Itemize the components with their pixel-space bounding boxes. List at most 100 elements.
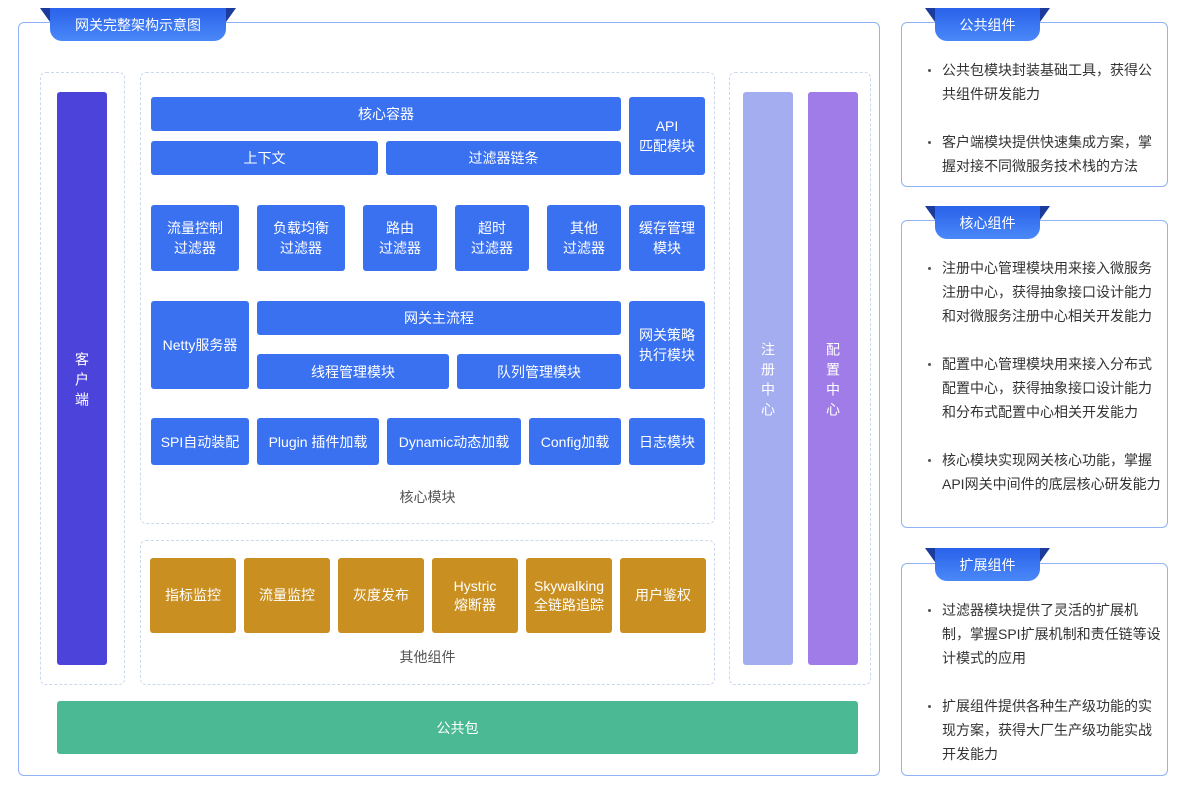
panel-bullet-text: 注册中心管理模块用来接入微服务注册中心，获得抽象接口设计能力和对微服务注册中心相… xyxy=(942,260,1152,324)
common-package-label: 公共包 xyxy=(436,719,479,736)
user-auth-box: 用户鉴权 xyxy=(620,558,706,633)
panel-bullet-text: 过滤器模块提供了灵活的扩展机制，掌握SPI扩展机制和责任链等设计模式的应用 xyxy=(942,602,1161,666)
panel-bullet-text: 核心模块实现网关核心功能，掌握API网关中间件的底层核心研发能力 xyxy=(942,452,1161,492)
hystric-breaker-box: Hystric 熔断器 xyxy=(432,558,518,633)
tab-fold-right xyxy=(1040,548,1050,562)
bullet-dot xyxy=(928,609,931,612)
timeout-filter-label: 超时 过滤器 xyxy=(471,220,513,256)
gray-release-box: 灰度发布 xyxy=(338,558,424,633)
tab-fold-left xyxy=(925,8,935,22)
other-component-label: 用户鉴权 xyxy=(635,587,691,603)
gateway-main-flow-box: 网关主流程 xyxy=(257,301,621,335)
load-balance-filter-box: 负载均衡 过滤器 xyxy=(257,205,345,271)
panel-bullet: 核心模块实现网关核心功能，掌握API网关中间件的底层核心研发能力 xyxy=(926,448,1164,496)
client-region xyxy=(40,72,125,685)
api-match-box: API 匹配模块 xyxy=(629,97,705,175)
core-container-box: 核心容器 xyxy=(151,97,621,131)
client-label: 客户端 xyxy=(74,351,90,412)
cache-management-label: 缓存管理 模块 xyxy=(639,220,695,256)
flow-control-filter-box: 流量控制 过滤器 xyxy=(151,205,239,271)
panel-title-text: 公共组件 xyxy=(959,16,1016,33)
thread-management-box: 线程管理模块 xyxy=(257,354,449,389)
architecture-title: 网关完整架构示意图 xyxy=(50,8,226,41)
tab-fold-left xyxy=(925,206,935,220)
registry-center-bar: 注册中心 xyxy=(743,92,793,665)
flow-control-filter-label: 流量控制 过滤器 xyxy=(167,220,223,256)
panel-bullet: 配置中心管理模块用来接入分布式配置中心，获得抽象接口设计能力和分布式配置中心相关… xyxy=(926,352,1164,424)
context-label: 上下文 xyxy=(243,150,286,166)
tab-fold-left xyxy=(40,8,50,22)
queue-management-box: 队列管理模块 xyxy=(457,354,621,389)
panel-title: 核心组件 xyxy=(935,206,1040,239)
gateway-strategy-label: 网关策略 执行模块 xyxy=(639,327,695,363)
log-module-box: 日志模块 xyxy=(629,418,705,465)
metrics-monitor-box: 指标监控 xyxy=(150,558,236,633)
other-filter-box: 其他 过滤器 xyxy=(547,205,621,271)
tab-fold-right xyxy=(226,8,236,22)
config-center-label: 配置中心 xyxy=(825,341,841,422)
common-components-tab: 公共组件 xyxy=(925,8,1050,41)
queue-management-label: 队列管理模块 xyxy=(497,363,581,380)
panel-bullet: 客户端模块提供快速集成方案，掌握对接不同微服务技术栈的方法 xyxy=(926,130,1164,178)
panel-bullet: 注册中心管理模块用来接入微服务注册中心，获得抽象接口设计能力和对微服务注册中心相… xyxy=(926,256,1164,328)
panel-bullet-text: 扩展组件提供各种生产级功能的实现方案，获得大厂生产级功能实战开发能力 xyxy=(942,698,1152,762)
panel-title: 扩展组件 xyxy=(935,548,1040,581)
tab-fold-right xyxy=(1040,8,1050,22)
panel-bullet-text: 配置中心管理模块用来接入分布式配置中心，获得抽象接口设计能力和分布式配置中心相关… xyxy=(942,356,1152,420)
panel-bullet: 过滤器模块提供了灵活的扩展机制，掌握SPI扩展机制和责任链等设计模式的应用 xyxy=(926,598,1164,670)
core-module-region-label: 核心模块 xyxy=(399,489,456,505)
traffic-monitor-box: 流量监控 xyxy=(244,558,330,633)
registry-center-label: 注册中心 xyxy=(760,341,776,422)
core-module-region xyxy=(140,72,715,524)
bullet-dot xyxy=(928,459,931,462)
filter-chain-label: 过滤器链条 xyxy=(468,150,539,166)
other-components-region-label: 其他组件 xyxy=(399,649,456,665)
gateway-strategy-box: 网关策略 执行模块 xyxy=(629,301,705,389)
core-components-panel xyxy=(901,220,1168,528)
dynamic-loading-box: Dynamic动态加载 xyxy=(387,418,521,465)
common-components-panel xyxy=(901,22,1168,187)
log-module-label: 日志模块 xyxy=(639,433,695,450)
other-component-label: 指标监控 xyxy=(165,587,221,603)
bullet-dot xyxy=(928,705,931,708)
architecture-title-tab: 网关完整架构示意图 xyxy=(40,8,236,41)
dynamic-loading-label: Dynamic动态加载 xyxy=(398,433,510,450)
other-filter-label: 其他 过滤器 xyxy=(563,220,605,256)
bullet-dot xyxy=(928,141,931,144)
filter-chain-box: 过滤器链条 xyxy=(386,141,621,175)
architecture-title-text: 网关完整架构示意图 xyxy=(75,16,201,33)
other-component-label: 灰度发布 xyxy=(353,587,409,603)
bullet-dot xyxy=(928,267,931,270)
other-component-label: Hystric 熔断器 xyxy=(453,577,497,613)
panel-bullet: 公共包模块封装基础工具，获得公共组件研发能力 xyxy=(926,58,1164,106)
config-center-bar: 配置中心 xyxy=(808,92,858,665)
panel-bullet: 扩展组件提供各种生产级功能的实现方案，获得大厂生产级功能实战开发能力 xyxy=(926,694,1164,766)
extension-components-panel xyxy=(901,563,1168,776)
core-container-label: 核心容器 xyxy=(358,106,414,122)
plugin-loading-box: Plugin 插件加载 xyxy=(257,418,379,465)
gateway-main-flow-label: 网关主流程 xyxy=(404,310,474,326)
timeout-filter-box: 超时 过滤器 xyxy=(455,205,529,271)
spi-autowire-label: SPI自动装配 xyxy=(160,433,240,450)
load-balance-filter-label: 负载均衡 过滤器 xyxy=(273,220,329,256)
panel-title-text: 核心组件 xyxy=(959,214,1016,231)
extension-components-tab: 扩展组件 xyxy=(925,548,1050,581)
plugin-loading-label: Plugin 插件加载 xyxy=(268,433,368,450)
cache-management-box: 缓存管理 模块 xyxy=(629,205,705,271)
netty-server-box: Netty服务器 xyxy=(151,301,249,389)
bullet-dot xyxy=(928,69,931,72)
spi-autowire-box: SPI自动装配 xyxy=(151,418,249,465)
route-filter-label: 路由 过滤器 xyxy=(379,220,421,256)
other-component-label: 流量监控 xyxy=(259,587,315,603)
panel-title-text: 扩展组件 xyxy=(959,556,1016,573)
other-components-region xyxy=(140,540,715,685)
api-match-label: API 匹配模块 xyxy=(639,118,695,154)
center-services-region xyxy=(729,72,871,685)
thread-management-label: 线程管理模块 xyxy=(311,363,395,380)
netty-server-label: Netty服务器 xyxy=(162,337,238,353)
common-package-bar: 公共包 xyxy=(57,701,858,754)
config-loading-box: Config加载 xyxy=(529,418,621,465)
panel-bullet-text: 公共包模块封装基础工具，获得公共组件研发能力 xyxy=(942,62,1152,102)
core-components-tab: 核心组件 xyxy=(925,206,1050,239)
client-bar: 客户端 xyxy=(57,92,107,665)
